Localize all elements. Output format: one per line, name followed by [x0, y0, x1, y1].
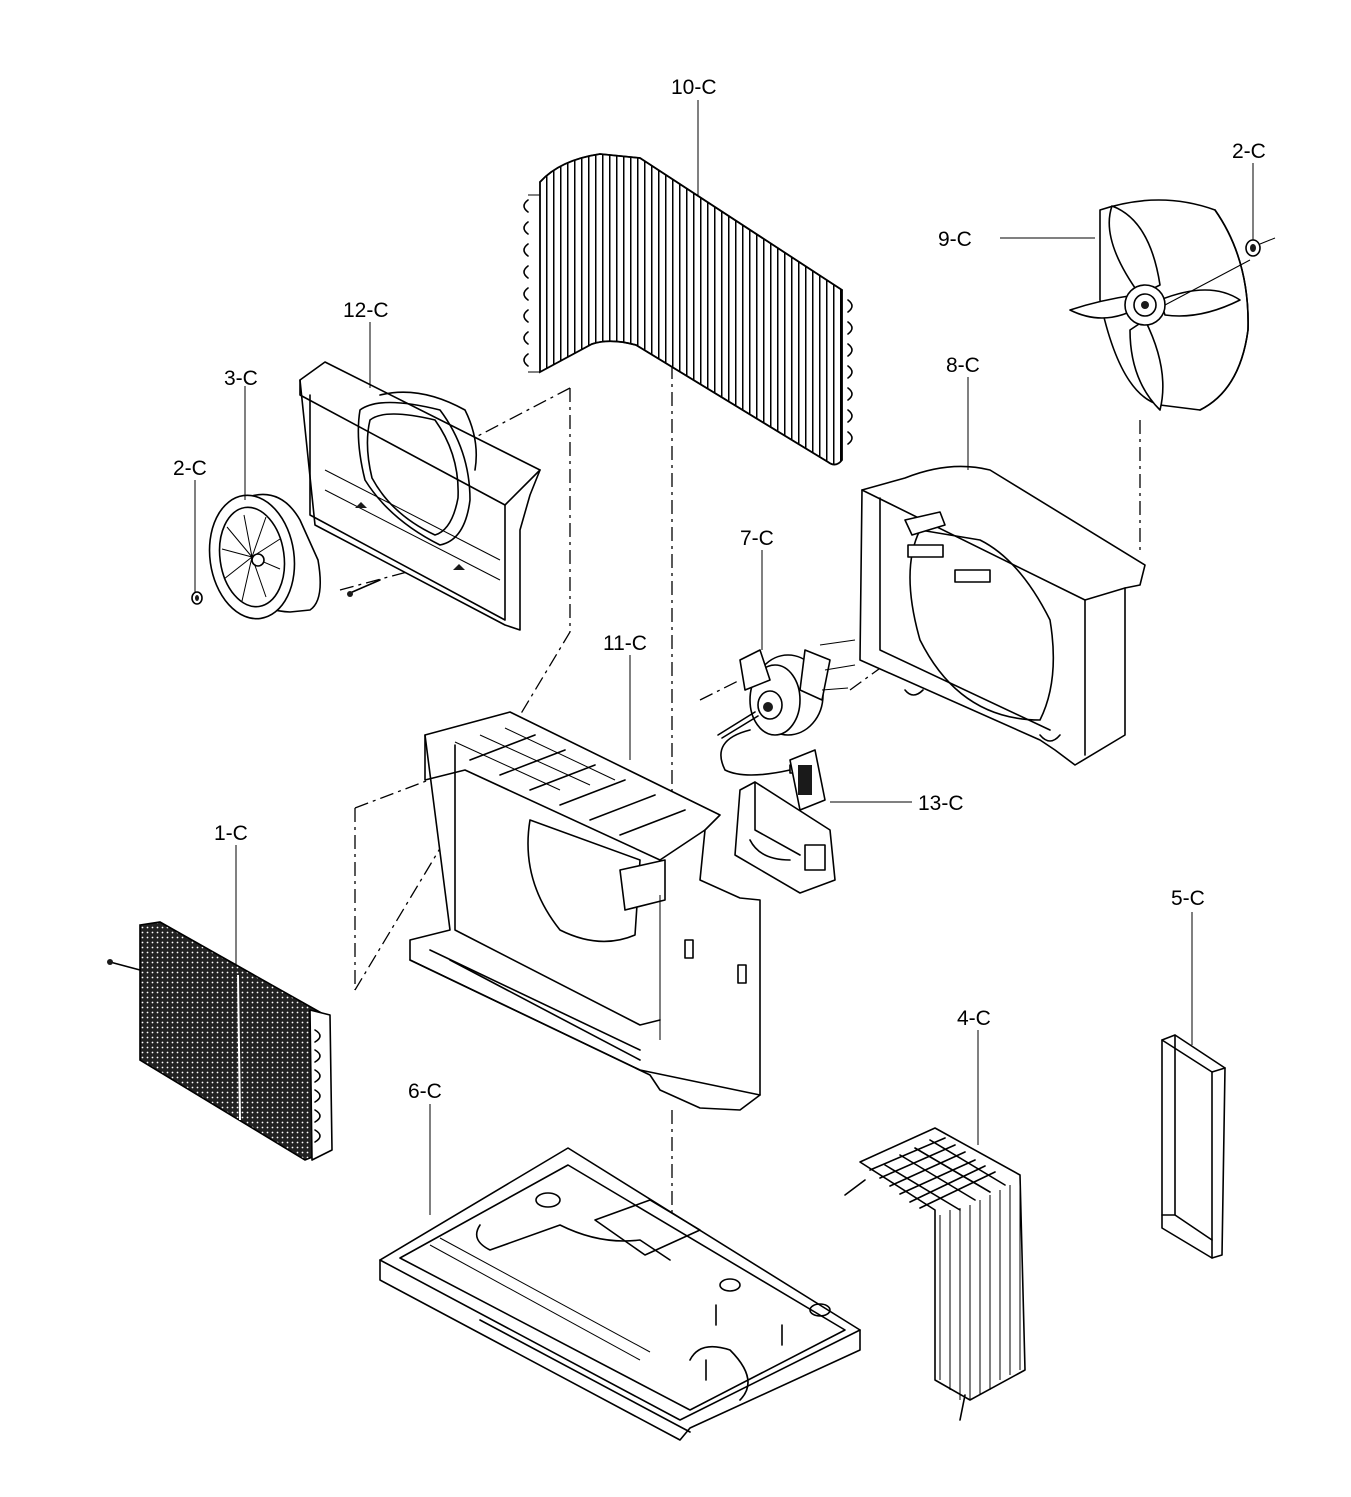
label-2-c-top: 2-C — [1232, 140, 1266, 163]
label-1-c: 1-C — [214, 822, 248, 845]
part-wire-guard — [844, 1127, 1026, 1421]
part-orifice-bracket — [299, 361, 541, 631]
part-evaporator-coil — [107, 921, 333, 1161]
label-11-c: 11-C — [603, 632, 647, 655]
part-base-pan — [379, 1147, 861, 1441]
label-12-c: 12-C — [343, 299, 389, 322]
label-5-c: 5-C — [1171, 887, 1205, 910]
part-nut-left — [191, 591, 203, 605]
label-9-c: 9-C — [938, 228, 972, 251]
part-fan-motor — [717, 639, 856, 776]
coil-return-bends-left — [523, 194, 540, 373]
part-screw-left — [347, 579, 381, 597]
part-condenser-coil — [523, 153, 853, 466]
frame-top-ribs — [454, 727, 686, 836]
part-blower-wheel — [208, 493, 321, 620]
label-4-c: 4-C — [957, 1007, 991, 1030]
leader-lines — [194, 100, 1254, 1215]
label-10-c: 10-C — [671, 76, 717, 99]
label-7-c: 7-C — [740, 527, 774, 550]
coil-return-bends-right — [847, 299, 853, 445]
part-fan-shroud — [859, 465, 1146, 766]
part-propeller-fan — [1069, 199, 1251, 411]
label-3-c: 3-C — [224, 367, 258, 390]
part-side-panel — [1161, 1034, 1226, 1259]
label-13-c: 13-C — [918, 792, 964, 815]
part-capacitor-bracket — [734, 749, 836, 894]
part-cabinet-frame — [409, 711, 761, 1111]
label-6-c: 6-C — [408, 1080, 442, 1103]
label-8-c: 8-C — [946, 354, 980, 377]
part-labels: 10-C 2-C 9-C 12-C 3-C 2-C 8-C 7-C 11-C 1… — [173, 76, 1266, 1103]
label-2-c-left: 2-C — [173, 457, 207, 480]
part-nut-top — [1245, 237, 1276, 257]
